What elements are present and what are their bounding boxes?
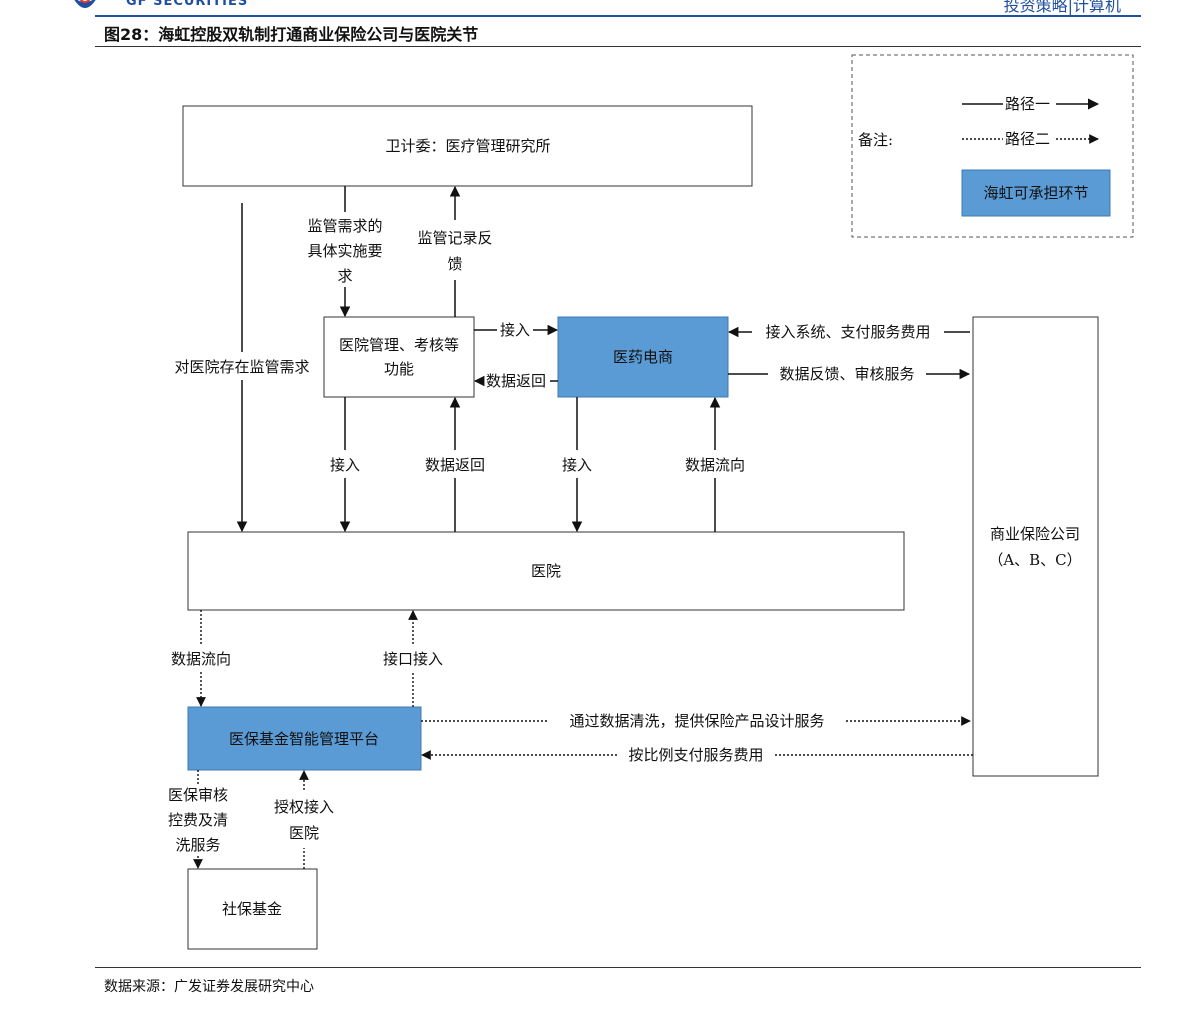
node-wei-box xyxy=(182,105,753,187)
edge-audit-label-1: 医保审核 xyxy=(168,786,228,804)
node-platform-label: 医保基金智能管理平台 xyxy=(229,730,379,748)
edge-auth-label-1: 授权接入 xyxy=(274,798,334,816)
edge-return2-label: 数据返回 xyxy=(425,456,485,474)
node-social-box xyxy=(187,868,318,950)
edge-cleaning-label: 通过数据清洗，提供保险产品设计服务 xyxy=(569,712,824,730)
edge-hosp-req-label: 对医院存在监管需求 xyxy=(174,358,309,376)
edge-interface-label: 接口接入 xyxy=(383,650,443,668)
edge-flow2-label: 数据流向 xyxy=(171,650,231,668)
edge-audit-label-2: 控费及清 xyxy=(168,811,228,829)
edge-fb-label-2: 馈 xyxy=(447,255,462,273)
edge-audit-label-3: 洗服务 xyxy=(175,836,220,854)
node-mgmt-label-1: 医院管理、考核等 xyxy=(339,336,459,354)
node-platform-box xyxy=(187,706,422,771)
node-social-label: 社保基金 xyxy=(222,900,282,918)
edge-insurer-access-label: 接入系统、支付服务费用 xyxy=(765,323,930,341)
node-mgmt-box xyxy=(323,316,475,398)
edge-req-label-3: 求 xyxy=(337,267,352,285)
edge-fee-label: 按比例支付服务费用 xyxy=(628,746,763,764)
edge-return1-label: 数据返回 xyxy=(486,372,546,390)
edge-req-label-2: 具体实施要 xyxy=(307,242,382,260)
legend-path1-label: 路径一 xyxy=(1005,95,1050,113)
edge-access3-label: 接入 xyxy=(562,456,592,474)
header-brand: GF SECURITIES xyxy=(126,0,249,9)
legend-highlight-label: 海虹可承担环节 xyxy=(983,184,1088,202)
legend-path2-label: 路径二 xyxy=(1005,130,1050,148)
header-section: 投资策略|计算机 xyxy=(1003,0,1121,15)
footer-rule xyxy=(95,967,1141,968)
legend-label: 备注: xyxy=(858,131,893,149)
edge-access2-label: 接入 xyxy=(330,456,360,474)
node-hospital-label: 医院 xyxy=(531,562,561,580)
edge-req-label-1: 监管需求的 xyxy=(307,217,382,235)
gf-logo-icon xyxy=(74,0,96,8)
node-insurer-label-2: （A、B、C） xyxy=(988,551,1081,569)
node-mgmt-label-2: 功能 xyxy=(384,360,414,378)
edge-access1-label: 接入 xyxy=(500,321,530,339)
node-hospital-box xyxy=(187,531,905,611)
figure-title: 图28：海虹控股双轨制打通商业保险公司与医院关节 xyxy=(104,25,479,44)
legend-highlight-swatch xyxy=(961,169,1111,217)
edge-flow1-label: 数据流向 xyxy=(685,456,745,474)
node-insurer-box xyxy=(972,316,1099,777)
edge-fb-label-1: 监管记录反 xyxy=(417,229,492,247)
source-note: 数据来源：广发证券发展研究中心 xyxy=(104,979,314,995)
node-ecom-box xyxy=(557,316,729,398)
legend-box xyxy=(851,54,1134,238)
edge-insurer-feedback-label: 数据反馈、审核服务 xyxy=(779,365,914,383)
title-rule xyxy=(95,46,1141,47)
header-rule xyxy=(95,15,1141,17)
node-insurer-label-1: 商业保险公司 xyxy=(990,525,1080,543)
edge-auth-label-2: 医院 xyxy=(289,824,319,842)
node-ecom-label: 医药电商 xyxy=(613,348,673,366)
node-wei-label: 卫计委：医疗管理研究所 xyxy=(385,137,550,155)
